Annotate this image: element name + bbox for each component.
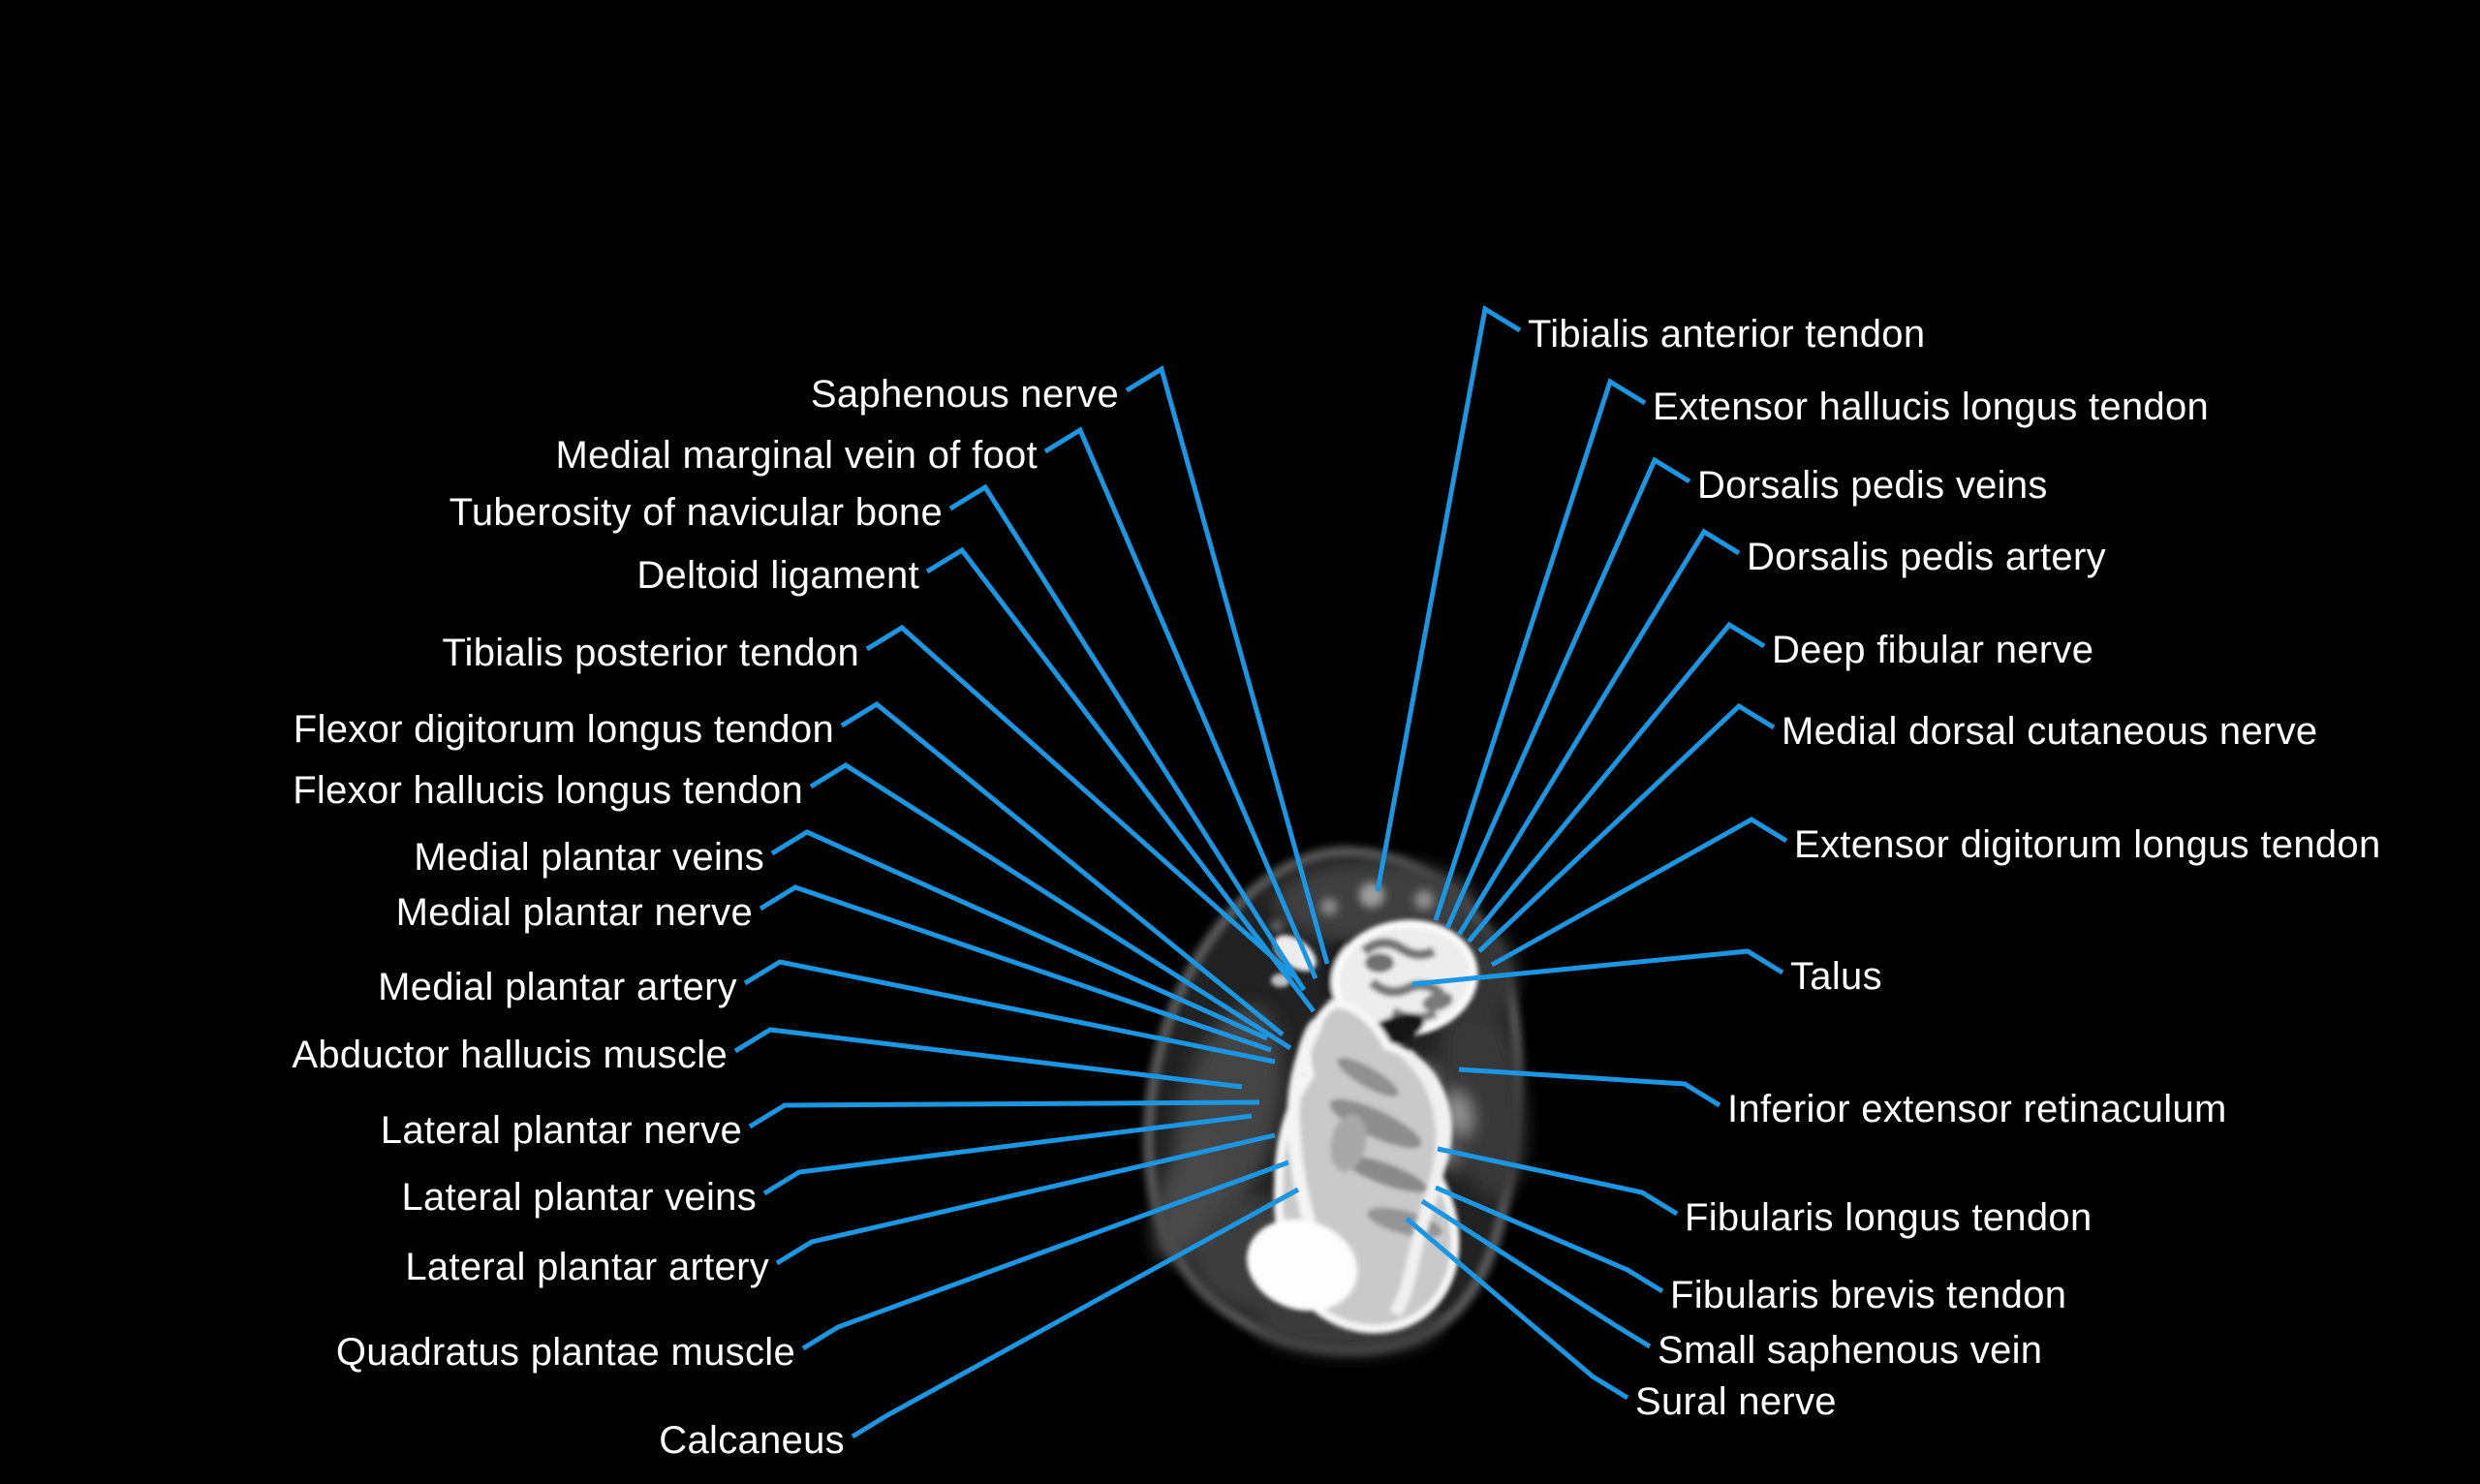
leader-line-extensor-hallucis-longus-tendon (1433, 378, 1647, 921)
anatomy-label-saphenous-nerve: Saphenous nerve (810, 373, 1119, 416)
leader-line-lateral-plantar-nerve (748, 1099, 1260, 1129)
anatomy-label-extensor-digitorum-longus-tendon: Extensor digitorum longus tendon (1794, 823, 2381, 866)
leader-line-medial-marginal-vein-of-foot (1043, 426, 1318, 979)
leader-line-medial-plantar-nerve (759, 884, 1272, 1053)
anatomy-label-medial-marginal-vein-of-foot: Medial marginal vein of foot (555, 434, 1038, 477)
anatomy-label-talus: Talus (1790, 955, 1882, 998)
anatomy-label-lateral-plantar-veins: Lateral plantar veins (401, 1176, 757, 1219)
leader-line-fibularis-longus-tendon (1437, 1146, 1679, 1217)
leader-line-medial-plantar-artery (743, 959, 1276, 1065)
leader-line-dorsalis-pedis-artery (1456, 528, 1741, 937)
anatomy-label-flexor-digitorum-longus-tendon: Flexor digitorum longus tendon (293, 708, 834, 751)
anatomy-label-calcaneus: Calcaneus (659, 1419, 845, 1462)
leader-line-tibialis-anterior-tendon (1375, 304, 1522, 892)
leader-line-tibialis-posterior-tendon (865, 624, 1296, 978)
anatomy-label-lateral-plantar-artery: Lateral plantar artery (405, 1246, 769, 1288)
leader-line-inferior-extensor-retinaculum (1458, 1067, 1721, 1108)
anatomy-label-fibularis-brevis-tendon: Fibularis brevis tendon (1670, 1274, 2067, 1316)
leader-line-talus (1411, 948, 1784, 987)
anatomy-label-deep-fibular-nerve: Deep fibular nerve (1772, 629, 2094, 671)
leader-line-extensor-digitorum-longus-tendon (1490, 817, 1788, 968)
anatomy-label-dorsalis-pedis-artery: Dorsalis pedis artery (1747, 536, 2106, 578)
anatomy-label-quadratus-plantae-muscle: Quadratus plantae muscle (335, 1331, 795, 1374)
leader-line-flexor-digitorum-longus-tendon (840, 700, 1285, 1036)
anatomy-label-dorsalis-pedis-veins: Dorsalis pedis veins (1697, 464, 2048, 507)
leader-line-tuberosity-of-navicular-bone (948, 483, 1307, 992)
anatomy-label-deltoid-ligament: Deltoid ligament (636, 554, 919, 597)
anatomy-label-extensor-hallucis-longus-tendon: Extensor hallucis longus tendon (1653, 386, 2210, 428)
anatomy-label-tibialis-posterior-tendon: Tibialis posterior tendon (442, 632, 859, 674)
leader-line-quadratus-plantae-muscle (801, 1159, 1289, 1351)
leader-line-medial-dorsal-cutaneous-nerve (1477, 702, 1776, 953)
anatomy-label-fibularis-longus-tendon: Fibularis longus tendon (1685, 1196, 2092, 1239)
leader-line-calcaneus (851, 1187, 1300, 1439)
anatomy-label-inferior-extensor-retinaculum: Inferior extensor retinaculum (1727, 1088, 2227, 1130)
leader-line-small-saphenous-vein (1420, 1198, 1652, 1349)
leader-lines-layer (733, 304, 1788, 1439)
anatomy-label-tuberosity-of-navicular-bone: Tuberosity of navicular bone (449, 491, 943, 534)
leader-line-medial-plantar-veins (770, 829, 1269, 1041)
anatomy-label-abductor-hallucis-muscle: Abductor hallucis muscle (292, 1034, 728, 1076)
leader-line-deltoid-ligament (925, 546, 1316, 1013)
anatomy-label-tibialis-anterior-tendon: Tibialis anterior tendon (1528, 313, 1926, 356)
anatomy-label-medial-plantar-artery: Medial plantar artery (378, 966, 737, 1008)
leader-line-flexor-hallucis-longus-tendon (809, 762, 1292, 1051)
leader-line-abductor-hallucis-muscle (733, 1027, 1243, 1090)
leader-line-fibularis-brevis-tendon (1435, 1185, 1664, 1294)
anatomy-label-sural-nerve: Sural nerve (1635, 1380, 1837, 1423)
anatomy-label-medial-plantar-veins: Medial plantar veins (414, 836, 764, 879)
anatomy-label-medial-plantar-nerve: Medial plantar nerve (395, 891, 753, 934)
leader-line-saphenous-nerve (1125, 365, 1330, 965)
anatomy-label-small-saphenous-vein: Small saphenous vein (1658, 1329, 2043, 1372)
anatomy-label-medial-dorsal-cutaneous-nerve: Medial dorsal cutaneous nerve (1782, 710, 2318, 753)
ct-bones (1247, 919, 1478, 1334)
anatomy-label-flexor-hallucis-longus-tendon: Flexor hallucis longus tendon (293, 769, 803, 812)
leader-line-lateral-plantar-artery (775, 1132, 1276, 1266)
leader-line-sural-nerve (1405, 1217, 1629, 1401)
leader-line-deep-fibular-nerve (1467, 621, 1766, 943)
leader-line-dorsalis-pedis-veins (1444, 456, 1691, 930)
anatomy-label-lateral-plantar-nerve: Lateral plantar nerve (380, 1109, 742, 1152)
leader-line-lateral-plantar-veins (762, 1113, 1253, 1196)
